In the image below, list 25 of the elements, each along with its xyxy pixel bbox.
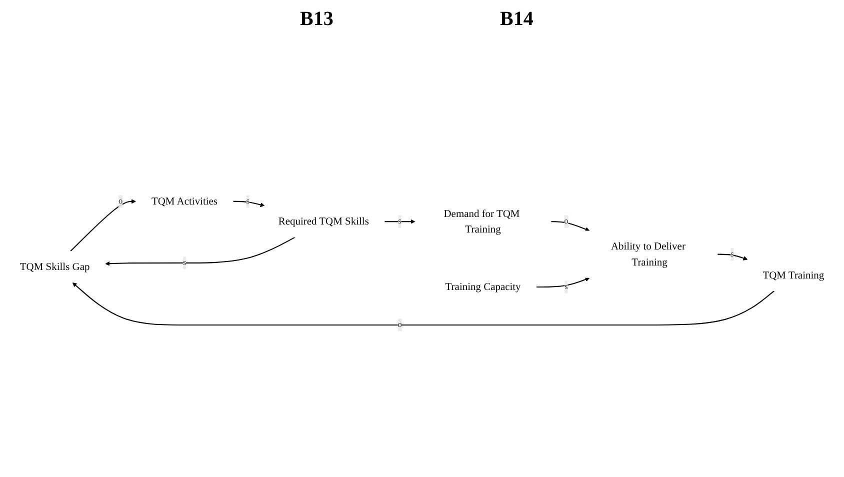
- arrow: [551, 221, 590, 232]
- arrow: [105, 236, 296, 266]
- loop-label: B13: [300, 8, 334, 31]
- arrow: [233, 200, 265, 208]
- edge-label: s: [398, 216, 402, 226]
- node-text: TQM Skills Gap: [20, 261, 90, 273]
- edge-label: s: [564, 282, 568, 292]
- arrow: [70, 199, 136, 252]
- arrow: [72, 282, 774, 326]
- edge-label: s: [730, 250, 734, 258]
- node-text: Ability to Deliver Training: [610, 240, 686, 268]
- edge-label: s: [182, 258, 186, 268]
- edge-label: s: [246, 196, 250, 206]
- node-text: TQM Training: [762, 269, 824, 282]
- edge-label: o: [118, 196, 123, 206]
- arrow: [718, 254, 748, 260]
- edge-label: o: [398, 320, 402, 330]
- node-text: Demand for TQM Training: [444, 208, 520, 236]
- arrow: [536, 277, 590, 288]
- loop-label: B14: [500, 8, 534, 31]
- arrow: [384, 219, 416, 224]
- node-text: Required TQM Skills: [278, 216, 369, 228]
- node-text: TQM Activities: [151, 196, 218, 208]
- node-text: Training Capacity: [445, 281, 521, 293]
- edge-label: o: [564, 216, 568, 226]
